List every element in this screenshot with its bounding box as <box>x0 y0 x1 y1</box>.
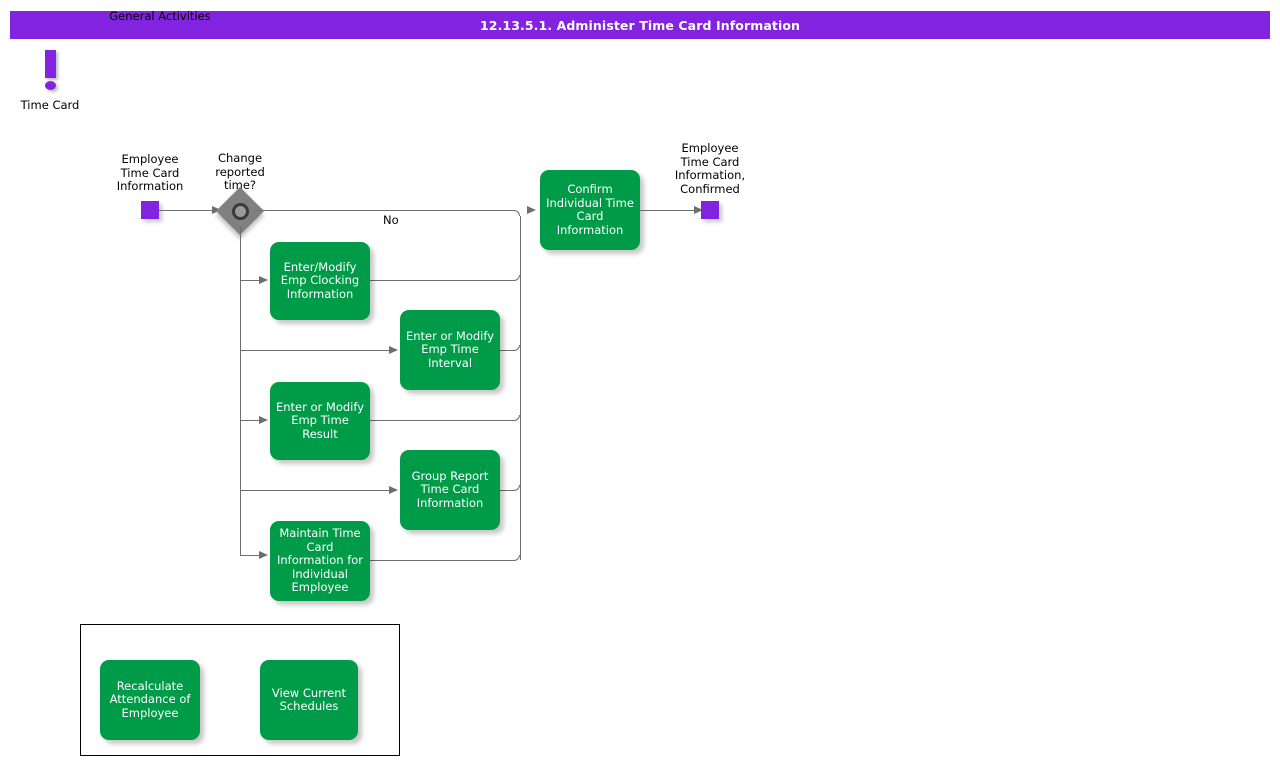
exclamation-mark-icon-dot <box>45 81 56 90</box>
change-reported-time-decision-label: Change reported time? <box>215 151 265 192</box>
activity-enter-or-modify-emp-time-interval[interactable]: Enter or Modify Emp Time Interval <box>400 310 500 390</box>
connector-spine-to-activity-2 <box>240 350 392 351</box>
connector-activity-4-out <box>500 490 514 491</box>
arrowhead-to-confirm <box>527 205 536 214</box>
connector-spine-to-activity-5 <box>240 555 262 556</box>
page-title: 12.13.5.1. Administer Time Card Informat… <box>479 17 801 33</box>
employee-time-card-information-confirmed-object[interactable] <box>701 201 719 219</box>
employee-time-card-information-label: Employee Time Card Information <box>116 152 184 193</box>
connector-no-path <box>257 210 515 211</box>
activity-enter-modify-emp-clocking-information[interactable]: Enter/Modify Emp Clocking Information <box>270 242 370 320</box>
arrowhead-activity-2 <box>389 345 398 354</box>
connector-branch-spine <box>240 226 241 556</box>
arrowhead-to-end-object <box>694 205 703 214</box>
activity-enter-or-modify-emp-time-result[interactable]: Enter or Modify Emp Time Result <box>270 382 370 460</box>
connector-spine-to-activity-1 <box>240 280 262 281</box>
activity-recalculate-attendance-of-employee[interactable]: Recalculate Attendance of Employee <box>100 660 200 740</box>
connector-activity-5-elbow <box>514 555 520 561</box>
connector-activity-2-out <box>500 350 514 351</box>
connector-collector-elbow-top <box>514 210 520 216</box>
arrowhead-activity-4 <box>389 485 398 494</box>
activity-group-report-time-card-information[interactable]: Group Report Time Card Information <box>400 450 500 530</box>
arrowhead-activity-1 <box>259 275 268 284</box>
connector-spine-to-activity-4 <box>240 490 392 491</box>
employee-time-card-information-object[interactable] <box>141 201 159 219</box>
general-activities-title: General Activities <box>109 9 211 23</box>
time-card-marker <box>14 48 86 110</box>
connector-start-to-decision <box>159 210 214 211</box>
employee-time-card-information-confirmed-label: Employee Time Card Information, Confirme… <box>674 141 746 196</box>
exclamation-mark-icon-bar <box>45 50 56 78</box>
activity-confirm-individual-time-card-information[interactable]: Confirm Individual Time Card Information <box>540 170 640 250</box>
arrowhead-activity-5 <box>259 550 268 559</box>
connector-activity-3-out <box>370 420 514 421</box>
activity-maintain-time-card-information-for-individual-employee[interactable]: Maintain Time Card Information for Indiv… <box>270 521 370 601</box>
connector-activity-5-out <box>370 560 514 561</box>
edge-label-no: No <box>383 213 399 227</box>
time-card-marker-label: Time Card <box>20 98 80 112</box>
connector-confirm-to-end <box>640 210 698 211</box>
activity-view-current-schedules[interactable]: View Current Schedules <box>260 660 358 740</box>
connector-collector-spine <box>520 216 521 560</box>
page-title-bar: 12.13.5.1. Administer Time Card Informat… <box>10 11 1270 39</box>
decision-circle-icon <box>231 202 249 220</box>
arrowhead-activity-3 <box>259 415 268 424</box>
connector-spine-to-activity-3 <box>240 420 262 421</box>
connector-activity-1-out <box>370 280 514 281</box>
